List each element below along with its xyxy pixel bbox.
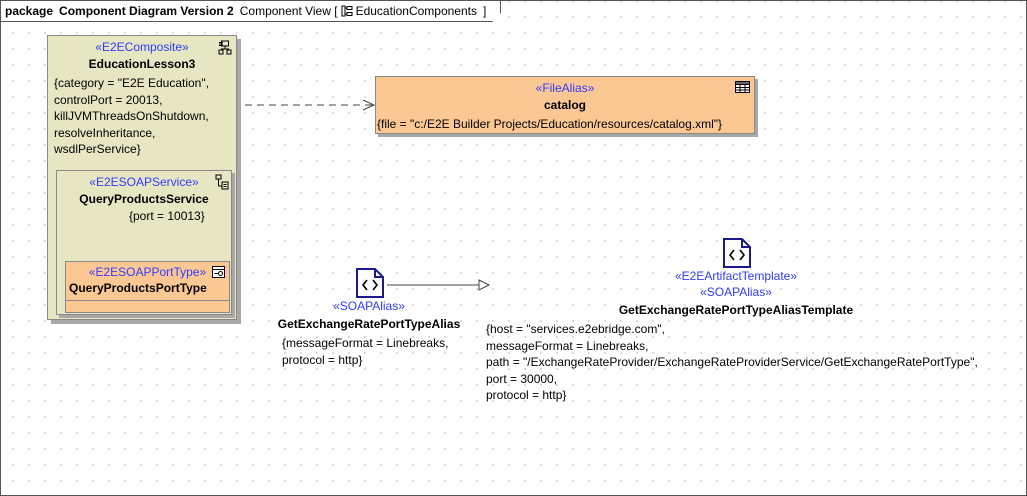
frame-view-close: ]	[483, 4, 487, 18]
file-alias-properties: {file = "c:/E2E Builder Projects/Educati…	[377, 117, 723, 131]
artifact-template-stereotype-2: «SOAPAlias»	[700, 285, 772, 299]
file-alias-catalog[interactable]: «FileAlias» catalog {file = "c:/E2E Buil…	[375, 76, 755, 134]
file-alias-name: catalog	[543, 98, 586, 112]
soap-service-properties: {port = 10013}	[129, 209, 205, 223]
port-type-name: QueryProductsPortType	[69, 281, 207, 295]
diagram-frame-tab: package Component Diagram Version 2 Comp…	[1, 1, 501, 22]
package-icon	[341, 5, 353, 17]
dependency-connector[interactable]	[245, 99, 376, 111]
soap-service-icon	[215, 174, 229, 193]
soap-alias-stereotype: «SOAPAlias»	[333, 299, 405, 313]
realization-connector[interactable]	[387, 279, 491, 291]
frame-name: Component Diagram Version 2	[59, 4, 234, 18]
artifact-file-icon[interactable]	[355, 267, 385, 302]
file-alias-stereotype: «FileAlias»	[535, 81, 595, 95]
port-type-icon	[212, 266, 225, 281]
artifact-template-stereotype-1: «E2EArtifactTemplate»	[674, 269, 798, 283]
composite-name: EducationLesson3	[88, 57, 196, 71]
composite-stereotype: «E2EComposite»	[95, 40, 189, 54]
table-icon	[735, 81, 750, 96]
port-type-stereotype: «E2ESOAPPortType»	[88, 265, 207, 279]
artifact-file-icon[interactable]	[722, 237, 752, 272]
soap-service-name: QueryProductsService	[79, 192, 209, 206]
frame-kind: package	[5, 4, 54, 18]
artifact-template-name: GetExchangeRatePortTypeAliasTemplate	[618, 303, 854, 317]
artifact-template-properties: {host = "services.e2ebridge.com", messag…	[486, 322, 978, 403]
soap-alias-name: GetExchangeRatePortTypeAlias	[277, 317, 461, 331]
soap-port-type-query-products[interactable]: «E2ESOAPPortType» QueryProductsPortType	[65, 261, 230, 313]
component-icon	[218, 40, 232, 59]
frame-view-name: EducationComponents	[355, 4, 477, 18]
soap-service-stereotype: «E2ESOAPService»	[89, 175, 199, 189]
frame-view-label: Component View [	[239, 4, 338, 18]
soap-alias-properties: {messageFormat = Linebreaks, protocol = …	[282, 336, 449, 367]
composite-properties: {category = "E2E Education", controlPort…	[54, 76, 209, 157]
